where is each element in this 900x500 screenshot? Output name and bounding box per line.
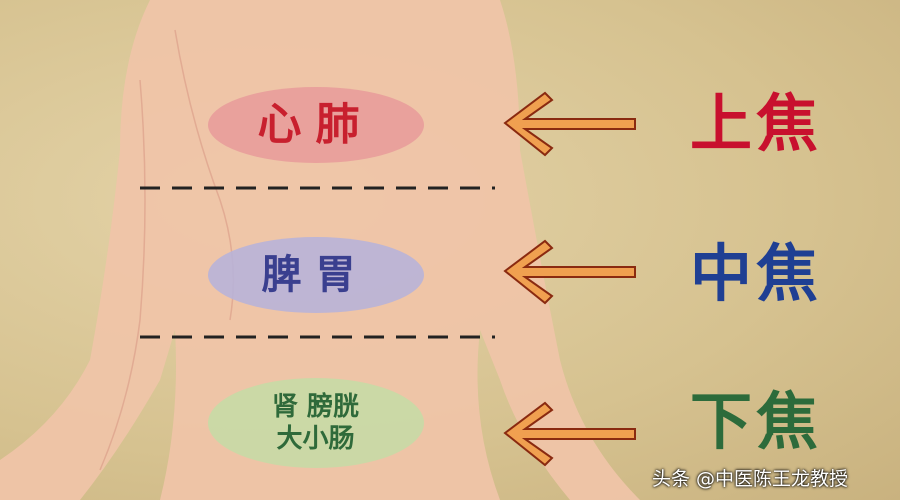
burner-label-upper: 上焦 [690, 87, 823, 160]
watermark: 头条 @中医陈王龙教授 [652, 468, 849, 490]
organ-text: 心肺 [257, 99, 374, 150]
arrow-middle-icon [503, 239, 636, 305]
upper-organ-ellipse [208, 87, 424, 163]
arrow-lower-icon [503, 401, 636, 467]
organ-text-line1: 肾 膀胱 [271, 392, 360, 422]
middle-organ-ellipse [208, 237, 424, 313]
organ-text: 脾胃 [261, 252, 370, 298]
organ-text-line2: 大小肠 [276, 424, 355, 454]
arrow-upper-icon [503, 91, 636, 157]
organ-label-lower: 肾 膀胱 大小肠 [208, 378, 423, 468]
burner-label-lower: 下焦 [690, 385, 823, 458]
lower-organ-ellipse [208, 378, 424, 468]
organ-label-spleen-stomach: 脾胃 [208, 240, 423, 310]
burner-label-middle: 中焦 [690, 237, 823, 310]
bone-line [99, 79, 146, 471]
organ-label-heart-lung: 心肺 [208, 90, 423, 160]
